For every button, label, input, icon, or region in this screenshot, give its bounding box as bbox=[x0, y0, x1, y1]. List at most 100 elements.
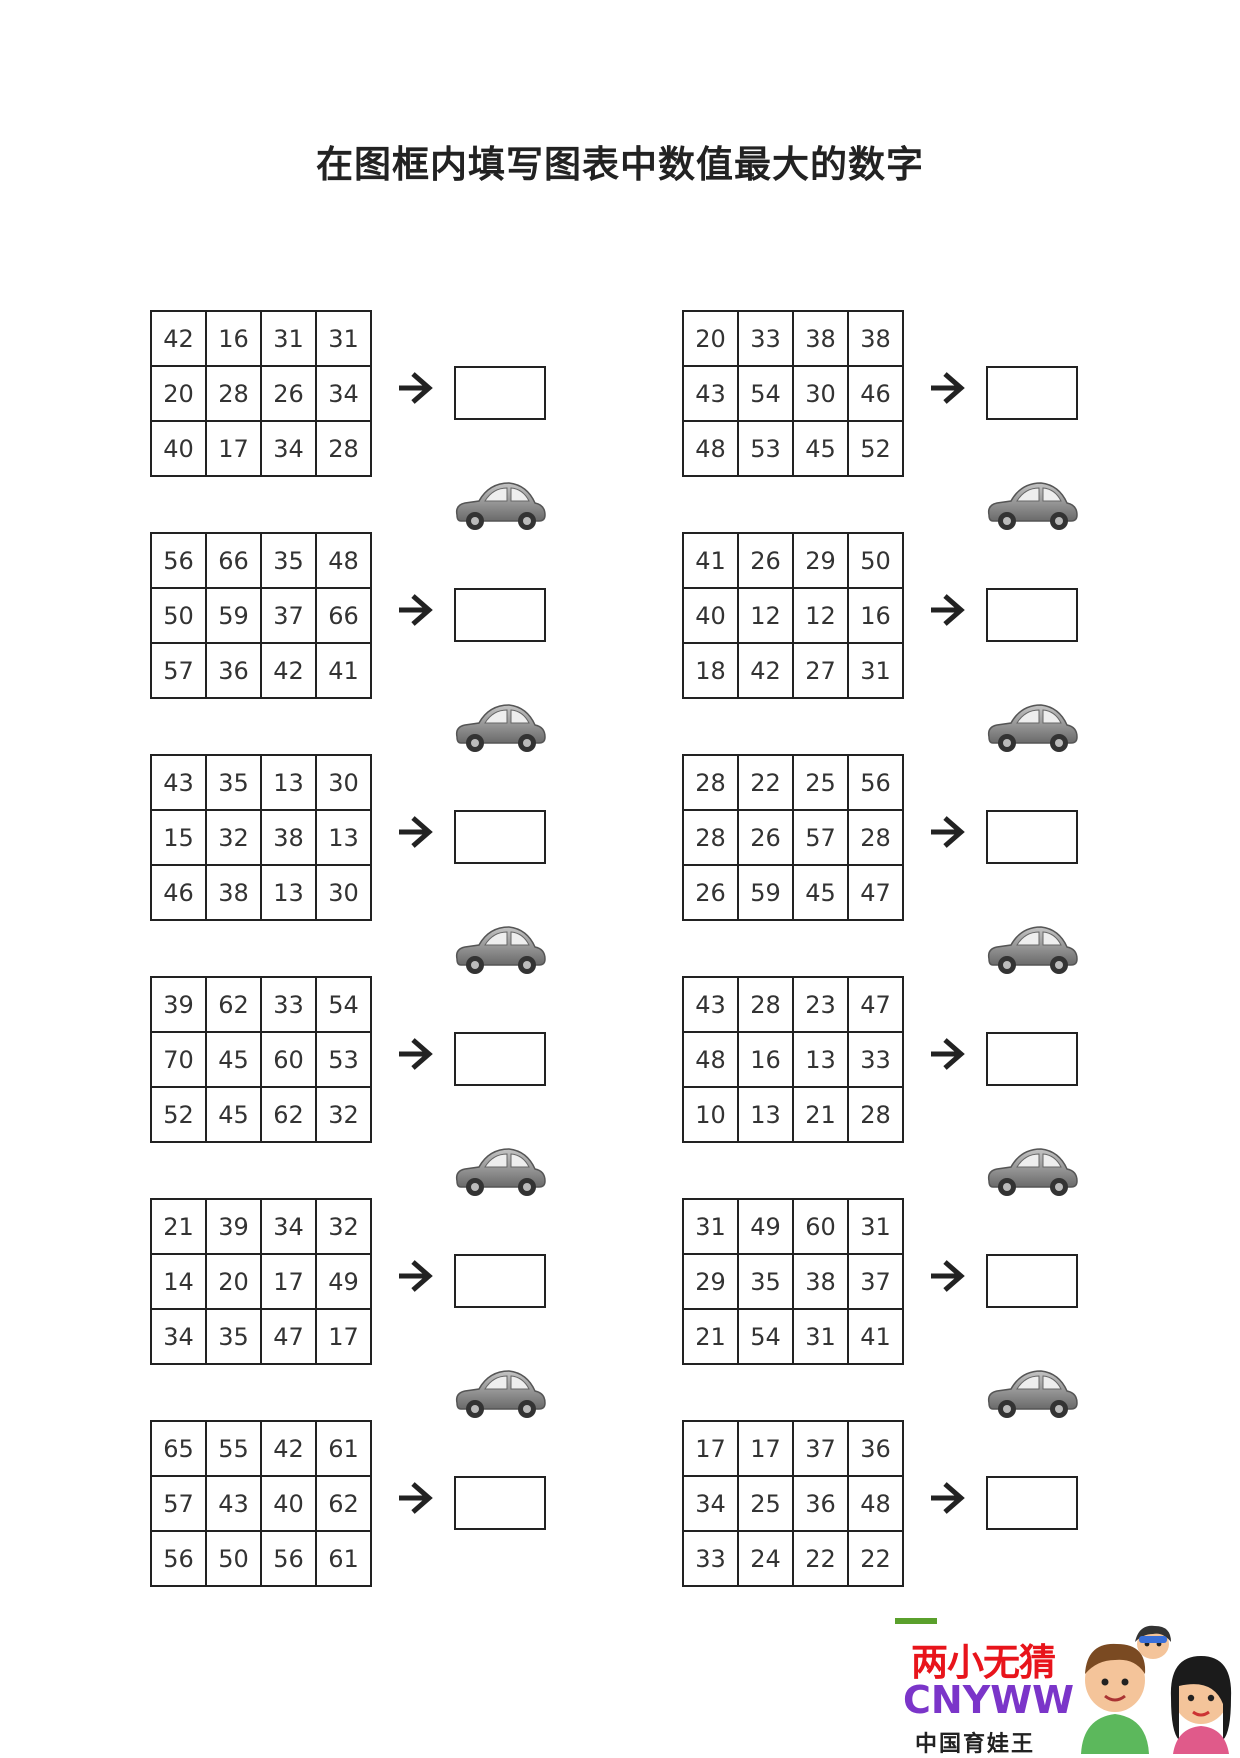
grid-cell: 59 bbox=[205, 587, 262, 644]
grid-cell: 38 bbox=[847, 310, 904, 367]
grid-cell: 28 bbox=[205, 365, 262, 422]
answer-box[interactable] bbox=[986, 1032, 1078, 1086]
answer-box[interactable] bbox=[454, 1032, 546, 1086]
grid-cell: 43 bbox=[205, 1475, 262, 1532]
answer-box[interactable] bbox=[986, 1254, 1078, 1308]
grid-cell: 43 bbox=[682, 976, 739, 1033]
answer-box[interactable] bbox=[454, 810, 546, 864]
right-arrow-icon bbox=[397, 370, 435, 406]
grid-cell: 37 bbox=[260, 587, 317, 644]
grid-cell: 24 bbox=[737, 1530, 794, 1587]
grid-cell: 31 bbox=[315, 310, 372, 367]
answer-box[interactable] bbox=[986, 366, 1078, 420]
grid-cell: 55 bbox=[205, 1420, 262, 1477]
grid-cell: 37 bbox=[847, 1253, 904, 1310]
grid-cell: 17 bbox=[260, 1253, 317, 1310]
grid-cell: 17 bbox=[315, 1308, 372, 1365]
grid-cell: 52 bbox=[847, 420, 904, 477]
grid-cell: 21 bbox=[792, 1086, 849, 1143]
grid-cell: 23 bbox=[792, 976, 849, 1033]
grid-cell: 48 bbox=[682, 420, 739, 477]
car-icon bbox=[453, 699, 547, 753]
answer-box[interactable] bbox=[454, 588, 546, 642]
grid-cell: 39 bbox=[205, 1198, 262, 1255]
right-arrow-icon bbox=[397, 592, 435, 628]
grid-cell: 45 bbox=[792, 864, 849, 921]
grid-cell: 54 bbox=[737, 1308, 794, 1365]
grid-cell: 62 bbox=[315, 1475, 372, 1532]
grid-cell: 34 bbox=[682, 1475, 739, 1532]
grid-cell: 38 bbox=[792, 1253, 849, 1310]
grid-cell: 37 bbox=[792, 1420, 849, 1477]
grid-cell: 36 bbox=[205, 642, 262, 699]
grid-cell: 49 bbox=[737, 1198, 794, 1255]
grid-cell: 39 bbox=[150, 976, 207, 1033]
car-icon bbox=[453, 1365, 547, 1419]
grid-cell: 32 bbox=[315, 1198, 372, 1255]
answer-box[interactable] bbox=[454, 1476, 546, 1530]
right-arrow-icon bbox=[929, 1258, 967, 1294]
grid-cell: 35 bbox=[205, 754, 262, 811]
grid-cell: 20 bbox=[150, 365, 207, 422]
answer-box[interactable] bbox=[986, 588, 1078, 642]
grid-cell: 45 bbox=[205, 1086, 262, 1143]
answer-box[interactable] bbox=[986, 810, 1078, 864]
grid-cell: 65 bbox=[150, 1420, 207, 1477]
grid-cell: 47 bbox=[847, 864, 904, 921]
grid-cell: 41 bbox=[847, 1308, 904, 1365]
grid-cell: 16 bbox=[205, 310, 262, 367]
answer-box[interactable] bbox=[454, 366, 546, 420]
grid-cell: 12 bbox=[792, 587, 849, 644]
grid-cell: 50 bbox=[847, 532, 904, 589]
grid-cell: 47 bbox=[260, 1308, 317, 1365]
grid-cell: 35 bbox=[737, 1253, 794, 1310]
grid-cell: 56 bbox=[260, 1530, 317, 1587]
grid-cell: 31 bbox=[260, 310, 317, 367]
grid-cell: 66 bbox=[205, 532, 262, 589]
grid-cell: 16 bbox=[737, 1031, 794, 1088]
answer-box[interactable] bbox=[454, 1254, 546, 1308]
logo-tagline: 中国育娃王 bbox=[915, 1732, 1036, 1757]
grid-cell: 62 bbox=[205, 976, 262, 1033]
grid-cell: 61 bbox=[315, 1530, 372, 1587]
right-arrow-icon bbox=[397, 814, 435, 850]
grid-cell: 53 bbox=[737, 420, 794, 477]
grid-cell: 57 bbox=[150, 642, 207, 699]
right-arrow-icon bbox=[929, 592, 967, 628]
logo-accent-bar bbox=[895, 1618, 937, 1624]
grid-cell: 28 bbox=[847, 809, 904, 866]
answer-box[interactable] bbox=[986, 1476, 1078, 1530]
grid-cell: 38 bbox=[260, 809, 317, 866]
grid-cell: 41 bbox=[682, 532, 739, 589]
grid-cell: 25 bbox=[737, 1475, 794, 1532]
grid-cell: 33 bbox=[682, 1530, 739, 1587]
grid-cell: 13 bbox=[792, 1031, 849, 1088]
grid-cell: 31 bbox=[792, 1308, 849, 1365]
grid-cell: 18 bbox=[682, 642, 739, 699]
grid-cell: 28 bbox=[737, 976, 794, 1033]
grid-cell: 42 bbox=[260, 1420, 317, 1477]
grid-cell: 36 bbox=[847, 1420, 904, 1477]
grid-cell: 27 bbox=[792, 642, 849, 699]
grid-cell: 40 bbox=[682, 587, 739, 644]
grid-cell: 45 bbox=[792, 420, 849, 477]
